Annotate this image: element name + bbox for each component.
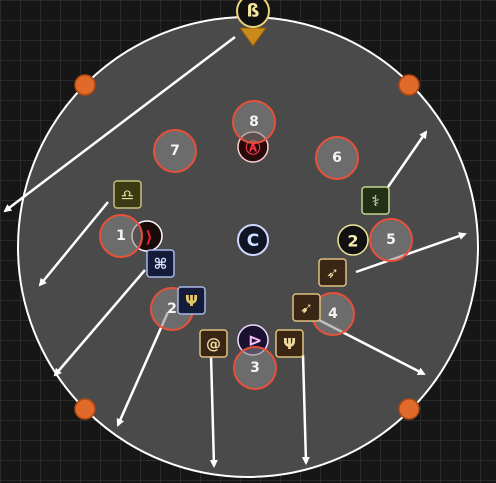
gun-job-glyph: ➹ [300,299,313,317]
waymark-b-icon [236,0,270,28]
bow-job-icon [318,258,347,287]
position-marker-label: 3 [250,360,260,376]
arrow-left-to-sw [53,269,146,377]
position-marker-circle [369,218,413,262]
position-marker-label: 7 [170,143,180,159]
scythe-job-glyph: Ψ [283,335,296,353]
trident-job-glyph: Ψ [185,292,198,310]
position-marker-circle [315,136,359,180]
bow-job-glyph: ➶ [326,264,339,282]
trident-job-icon [177,286,206,315]
arrow-paladin-to-south [116,311,170,427]
job-monk: @ [199,329,228,358]
scythe-job-icon [275,329,304,358]
job-dragoon: Ψ [177,286,206,315]
job-icons: ♎ ⚕ ⌘ Ψ ➶ ➹ @ Ψ [113,180,390,358]
spawn-spot-nw [74,74,96,96]
spawn-spot-ne [398,74,420,96]
spawn-spots [74,74,420,420]
gun-job-icon [292,293,321,322]
arrow-sage-to-ne [386,130,428,188]
shield-job-glyph: ⌘ [154,255,168,273]
job-paladin: ⌘ [146,249,175,278]
position-marker-1: 1 [99,214,143,258]
position-marker-8: 8 [232,100,276,144]
boss-glyph: C [247,231,259,251]
arrow-reaper-to-south [301,354,310,465]
position-marker-label: 6 [332,150,342,166]
position-marker-label: 4 [328,306,338,322]
boss-marker: C [237,224,269,256]
arrow-top-to-west [3,36,236,213]
scales-job-icon [113,180,142,209]
fist-job-icon [199,329,228,358]
job-bard: ➶ [318,258,347,287]
position-marker-7: 7 [153,129,197,173]
position-marker-3: 3 [233,346,277,390]
top-waymark: ß [236,0,270,47]
shield-job-icon [146,249,175,278]
position-marker-label: 5 [386,232,396,248]
position-marker-6: 6 [315,136,359,180]
waymark-b-glyph: ß [247,1,260,22]
fist-job-glyph: @ [206,335,221,353]
job-reaper: Ψ [275,329,304,358]
position-marker-label: 1 [116,228,126,244]
player-bottom-glyph: ⊳ [248,331,262,351]
player-right-glyph: 2 [347,232,358,251]
job-machinist: ➹ [292,293,321,322]
arrow-bard-to-east [355,232,467,274]
spawn-spot-se [398,398,420,420]
boss-icon [237,224,269,256]
position-markers: 1 2 3 4 5 6 7 8 [99,100,413,390]
player-left-glyph: ⟩ [145,228,152,247]
staff-job-glyph: ⚕ [371,192,379,210]
position-marker-circle [232,100,276,144]
spawn-spot-sw [74,398,96,420]
staff-job-icon [361,186,390,215]
arrow-astro-to-sw [38,201,109,287]
position-marker-circle [233,346,277,390]
position-marker-label: 2 [167,301,177,317]
player-right-icon [337,224,369,256]
position-marker-circle [153,129,197,173]
arrow-monk-to-south [209,354,218,468]
position-marker-label: 8 [249,114,259,130]
job-sage: ⚕ [361,186,390,215]
scales-job-glyph: ♎ [121,186,134,204]
position-marker-5: 5 [369,218,413,262]
position-marker-circle [99,214,143,258]
job-astrologian: ♎ [113,180,142,209]
